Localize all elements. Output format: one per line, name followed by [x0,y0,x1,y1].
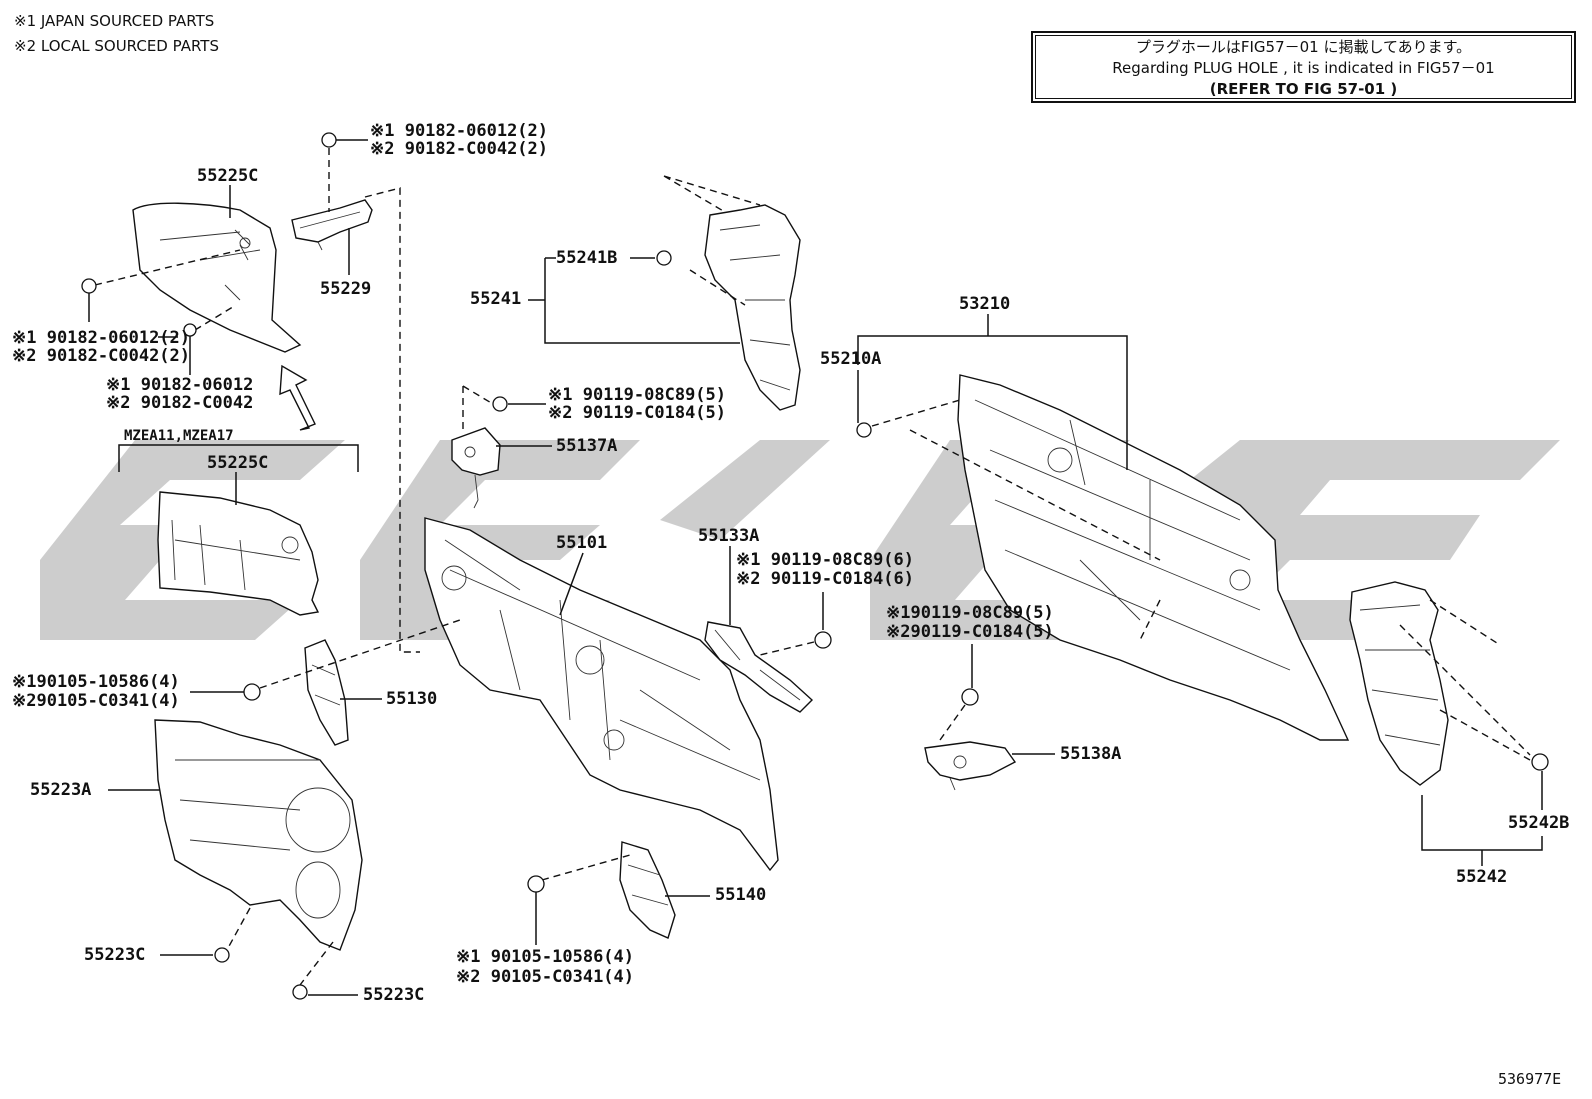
clip-icon [81,278,97,294]
label-55138A: 55138A [1060,744,1121,764]
label-55225C-mid: 55225C [207,453,268,473]
label-bolt-137-2: ※2 90119-C0184(5) [548,403,726,423]
bolt-icon [492,396,508,412]
label-55242B: 55242B [1508,813,1569,833]
label-55210A: 55210A [820,349,881,369]
label-55241: 55241 [470,289,521,309]
part-55241-drawing [704,204,801,411]
label-55137A: 55137A [556,436,617,456]
label-clip-left-2: ※2 90182-C0042(2) [12,346,190,366]
label-bolt-138-2: ※290119-C0184(5) [886,622,1054,642]
part-55242-drawing [1349,581,1449,786]
label-bolt-133-1: ※1 90119-08C89(6) [736,550,914,570]
note-line-japanese: プラグホールはFIG57－01 に掲載してあります。 [1135,38,1472,56]
figure-id: 536977E [1498,1070,1561,1088]
clip-icon [214,947,230,963]
label-55101: 55101 [556,533,607,553]
label-55140: 55140 [715,885,766,905]
legend-local-sourced: ※2 LOCAL SOURCED PARTS [14,37,219,55]
label-bolt-140-1: ※1 90105-10586(4) [456,947,634,967]
part-55101-drawing [424,517,779,872]
note-line-refer: (REFER TO FIG 57-01 ) [1209,80,1398,98]
label-bolt-130-1: ※190105-10586(4) [12,672,180,692]
clip-icon [321,132,337,148]
label-55223C-left: 55223C [84,945,145,965]
bolt-icon [961,688,979,706]
part-55225C-mid-drawing [157,491,320,616]
label-55130: 55130 [386,689,437,709]
clip-icon [856,422,872,438]
label-53210: 53210 [959,294,1010,314]
label-55133A: 55133A [698,526,759,546]
part-55130-drawing [304,639,349,746]
direction-arrow-icon [279,364,316,431]
part-55140-drawing [619,841,676,939]
part-55229-drawing [291,199,373,251]
label-55241B: 55241B [556,248,617,268]
clip-icon [656,250,672,266]
part-53210-drawing [957,374,1350,741]
note-box: プラグホールはFIG57－01 に掲載してあります。 Regarding PLU… [1031,31,1576,103]
part-55137A-drawing [451,427,501,509]
label-55242: 55242 [1456,867,1507,887]
part-55133A-drawing [704,621,814,713]
label-clip-top-1: ※1 90182-06012(2) [370,121,548,141]
clip-icon [1531,753,1549,771]
label-bolt-137-1: ※1 90119-08C89(5) [548,385,726,405]
part-55225C-top-drawing [132,202,302,353]
label-bolt-138-1: ※190119-08C89(5) [886,603,1054,623]
bolt-icon [243,683,261,701]
label-55223C-bottom: 55223C [363,985,424,1005]
label-clip-single-1: ※1 90182-06012 [106,375,253,395]
bolt-icon [527,875,545,893]
bolt-icon [814,631,832,649]
label-bolt-130-2: ※290105-C0341(4) [12,691,180,711]
label-variant: MZEA11,MZEA17 [124,428,234,444]
label-55225C-top: 55225C [197,166,258,186]
label-bolt-140-2: ※2 90105-C0341(4) [456,967,634,987]
clip-icon [292,984,308,1000]
label-clip-left-1: ※1 90182-06012(2) [12,328,190,348]
note-line-english: Regarding PLUG HOLE , it is indicated in… [1112,59,1495,77]
label-55223A: 55223A [30,780,91,800]
label-clip-top-2: ※2 90182-C0042(2) [370,139,548,159]
label-bolt-133-2: ※2 90119-C0184(6) [736,569,914,589]
part-55138A-drawing [924,741,1017,791]
label-clip-single-2: ※2 90182-C0042 [106,393,253,413]
label-55229: 55229 [320,279,371,299]
part-55223A-drawing [154,719,363,951]
legend-japan-sourced: ※1 JAPAN SOURCED PARTS [14,12,214,30]
